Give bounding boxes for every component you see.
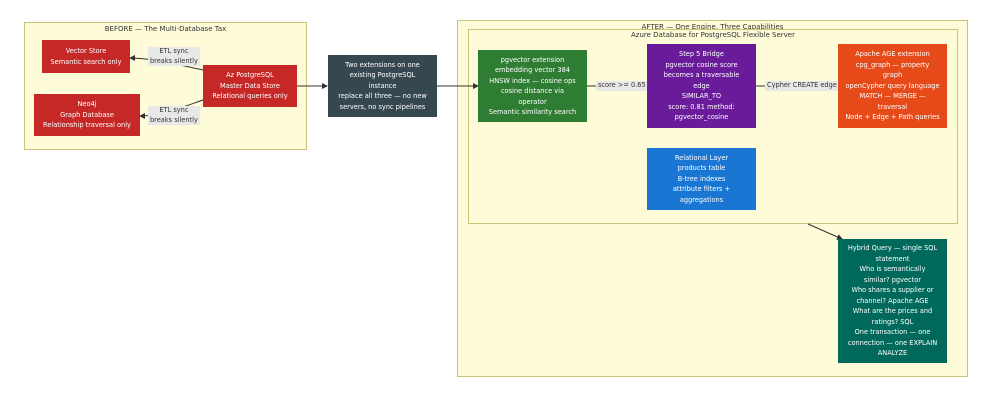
after-cluster-title: AFTER — One Engine, Three Capabilities [641,23,784,31]
etl-sync-label-bottom: ETL sync breaks silently [148,106,200,125]
vector-store-node: Vector Store Semantic search only [42,40,130,73]
apache-age-node: Apache AGE extension cpg_graph — propert… [838,44,947,128]
pgvector-extension-node: pgvector extension embedding vector 384 … [478,50,587,122]
edge-azure-hybrid [807,223,843,240]
cypher-create-edge-label: Cypher CREATE edge [765,81,839,91]
step5-bridge-node: Step 5 Bridge pgvector cosine score beco… [647,44,756,128]
azure-cluster-title: Azure Database for PostgreSQL Flexible S… [631,31,795,39]
hybrid-query-node: Hybrid Query — single SQL statement Who … [838,239,947,363]
score-threshold-label: score >= 0.65 [596,81,648,91]
two-extensions-node: Two extensions on one existing PostgreSQ… [328,55,437,117]
az-postgresql-node: Az PostgreSQL Master Data Store Relation… [203,65,297,107]
neo4j-node: Neo4j Graph Database Relationship traver… [34,94,140,136]
before-cluster-title: BEFORE — The Multi-Database Tax [104,25,227,33]
etl-sync-label-top: ETL sync breaks silently [148,47,200,66]
relational-layer-node: Relational Layer products table B-tree i… [647,148,756,210]
